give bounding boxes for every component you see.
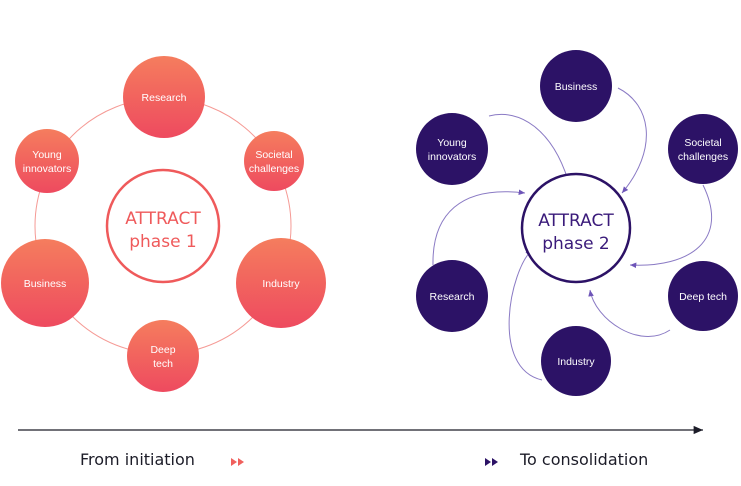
phase1-node-business: Business bbox=[1, 239, 89, 327]
phase2-node-deep-tech: Deep tech bbox=[668, 261, 738, 331]
phase1-title-line1: ATTRACT bbox=[125, 209, 201, 229]
phase1-node-research: Research bbox=[123, 56, 205, 138]
node-label: Research bbox=[430, 291, 475, 303]
phase1-title-line2: phase 1 bbox=[129, 232, 197, 252]
phase2-title-line1: ATTRACT bbox=[538, 211, 614, 231]
phase1-center bbox=[105, 168, 221, 284]
node-label: Societal bbox=[684, 137, 721, 149]
node-label: Young bbox=[32, 149, 62, 161]
connector-arrow bbox=[588, 289, 671, 337]
node-label: Industry bbox=[557, 356, 595, 368]
phase2-connectors bbox=[432, 87, 713, 381]
phase1-node-young-innovators: Young innovators bbox=[15, 129, 79, 193]
node-label: tech bbox=[153, 358, 173, 370]
phase1-node-industry: Industry bbox=[236, 238, 326, 328]
phase2-center bbox=[520, 172, 632, 284]
phase1-node-deep-tech: Deep tech bbox=[127, 320, 199, 392]
connector-arrow bbox=[508, 249, 543, 381]
phase2-node-industry: Industry bbox=[541, 326, 611, 396]
phase2-node-business: Business bbox=[540, 50, 612, 122]
double-chevron-icon bbox=[485, 458, 498, 466]
node-label: challenges bbox=[249, 163, 299, 175]
connector-arrow bbox=[629, 184, 713, 269]
phase1-node-societal-challenges: Societal challenges bbox=[244, 131, 304, 191]
node-label: Research bbox=[142, 92, 187, 104]
node-label: Societal bbox=[255, 149, 292, 161]
node-label: challenges bbox=[678, 151, 728, 163]
node-label: Business bbox=[24, 278, 67, 290]
double-chevron-icon bbox=[231, 458, 244, 466]
connector-arrow bbox=[488, 113, 569, 181]
node-label: Deep bbox=[150, 344, 175, 356]
node-label: innovators bbox=[23, 163, 71, 175]
phase2-node-societal-challenges: Societal challenges bbox=[668, 114, 738, 184]
phase2-title-line2: phase 2 bbox=[542, 234, 610, 254]
phase2-node-young-innovators: Young innovators bbox=[416, 113, 488, 185]
node-label: Deep tech bbox=[679, 291, 727, 303]
node-label: innovators bbox=[428, 151, 476, 163]
node-label: Industry bbox=[262, 278, 300, 290]
to-consolidation-label: To consolidation bbox=[520, 450, 649, 469]
connector-arrow bbox=[617, 87, 647, 194]
node-label: Young bbox=[437, 137, 467, 149]
phase1-cluster: ATTRACT phase 1 Research Societal challe… bbox=[1, 56, 326, 392]
connector-arrow bbox=[432, 189, 526, 266]
node-label: Business bbox=[555, 81, 598, 93]
phase2-node-research: Research bbox=[416, 260, 488, 332]
phase2-cluster: ATTRACT phase 2 Business Societal challe… bbox=[416, 50, 738, 396]
from-initiation-label: From initiation bbox=[80, 450, 195, 469]
